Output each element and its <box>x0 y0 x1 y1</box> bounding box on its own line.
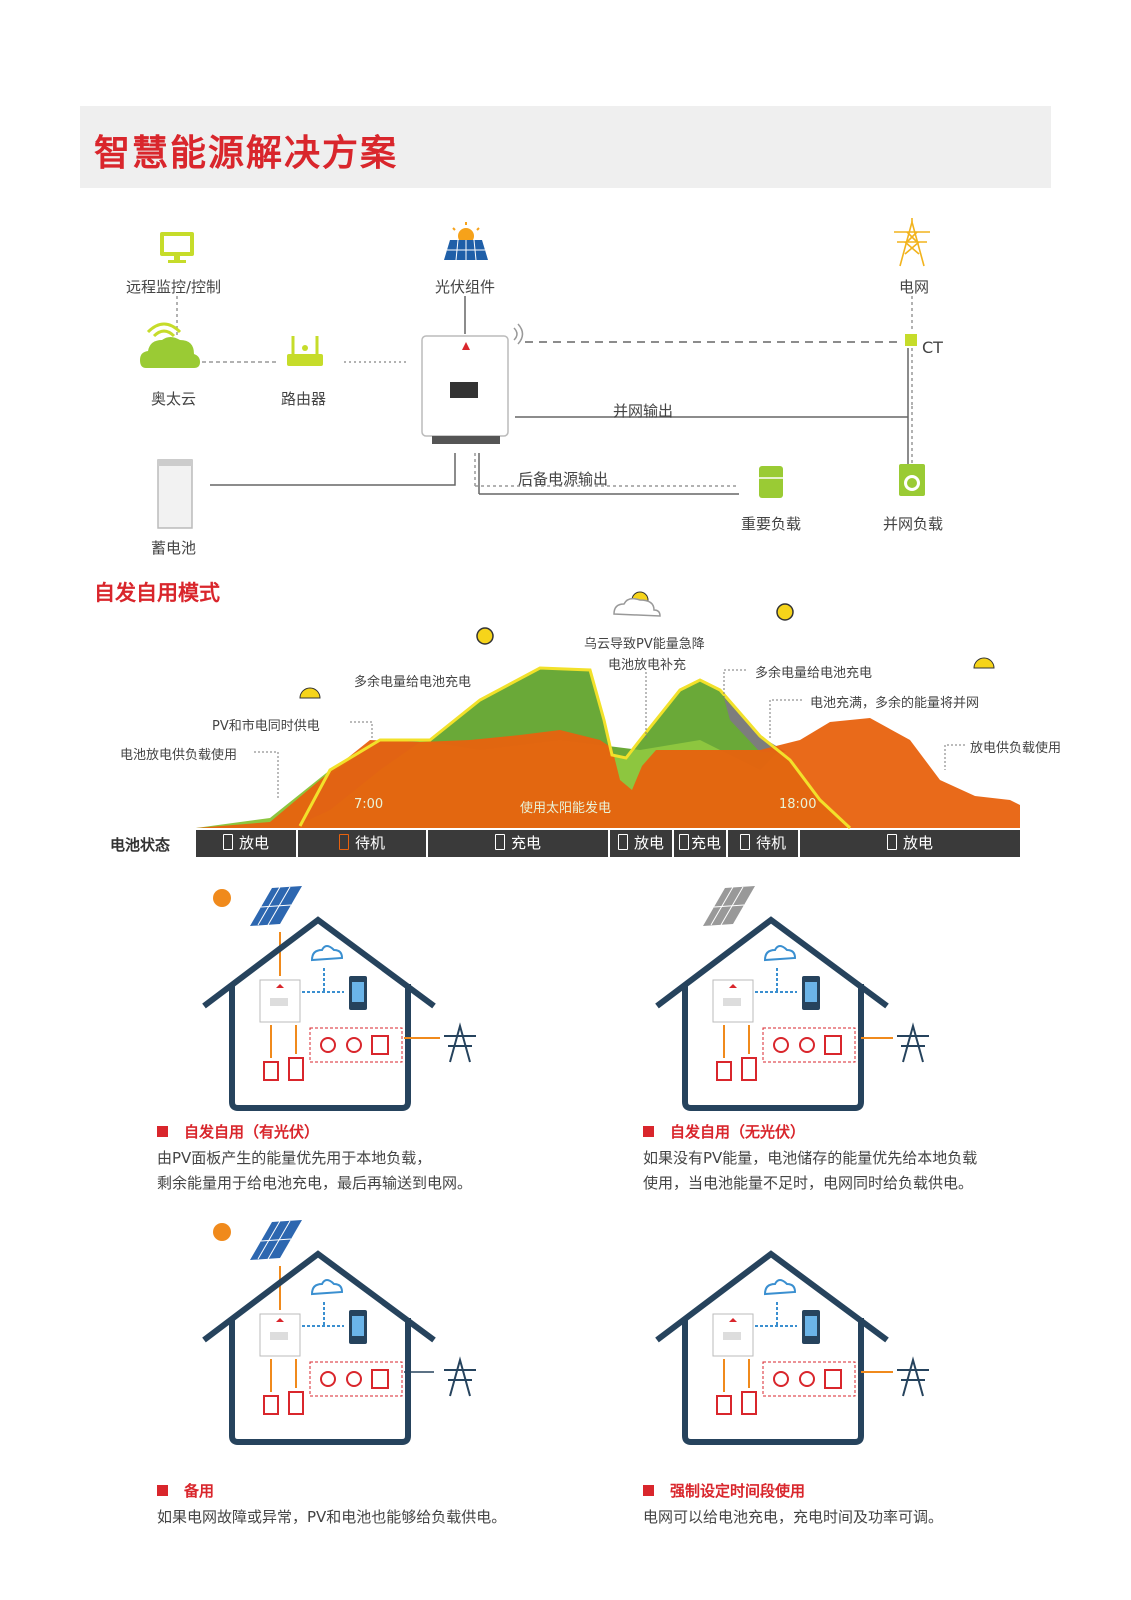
status-segment: 放电 <box>800 830 1020 857</box>
pv-module-label: 光伏组件 <box>435 278 496 296</box>
status-segment: 待机 <box>728 830 800 857</box>
battery-small-icon <box>886 834 897 850</box>
self-use-title: 自发自用模式 <box>94 581 220 605</box>
battery-icon <box>157 459 193 529</box>
mode-3-desc: 如果电网故障或异常，PV和电池也能够给负载供电。 <box>157 1508 507 1526</box>
mode-1-desc: 由PV面板产生的能量优先用于本地负载，剩余能量用于给电池充电，最后再输送到电网。 <box>157 1149 473 1192</box>
house-mode-1 <box>204 885 476 1108</box>
backup-output-label: 后备电源输出 <box>518 470 609 488</box>
solar-use-label: 使用太阳能发电 <box>520 801 612 816</box>
header-bar <box>80 106 1051 188</box>
grid-output-label: 并网输出 <box>613 402 674 420</box>
critical-load-label: 重要负载 <box>741 515 802 533</box>
status-segment: 待机 <box>298 830 428 857</box>
cloud-icon <box>140 322 200 368</box>
mode-2-desc: 如果没有PV能量，电池储存的能量优先给本地负载使用，当电池能量不足时，电网同时给… <box>643 1149 978 1192</box>
status-segment: 充电 <box>428 830 610 857</box>
battery-small-icon <box>617 834 628 850</box>
mode-1-title: 自发自用（有光伏） <box>157 1121 319 1142</box>
sun-icon <box>299 687 321 699</box>
status-segment: 放电 <box>196 830 298 857</box>
solar-panel-icon <box>444 222 488 261</box>
sun-icon <box>776 603 794 621</box>
mode-houses <box>0 885 1131 1540</box>
router-icon <box>287 336 323 366</box>
page-title: 智慧能源解决方案 <box>94 133 399 174</box>
time-7-label: 7:00 <box>354 797 384 812</box>
mode-2-title: 自发自用（无光伏） <box>643 1121 805 1142</box>
system-diagram <box>140 218 930 529</box>
ct-icon <box>905 334 917 346</box>
battery-label: 蓄电池 <box>151 539 197 557</box>
battery-small-icon <box>222 834 233 850</box>
ann-battery-full: 电池充满，多余的能量将并网 <box>810 696 980 711</box>
ann-surplus-charge-2: 多余电量给电池充电 <box>755 666 873 681</box>
ct-label: CT <box>922 338 943 357</box>
grid-label: 电网 <box>899 278 930 296</box>
sun-icon <box>476 627 494 645</box>
ann-pv-grid: PV和市电同时供电 <box>212 719 320 734</box>
ann-battery-discharge: 电池放电供负载使用 <box>120 748 238 763</box>
ann-cloud-drop-2: 电池放电补充 <box>608 658 687 673</box>
sun-icon <box>973 657 995 669</box>
mode-3-title: 备用 <box>157 1480 214 1501</box>
cloud-label: 奥太云 <box>151 390 197 408</box>
house-mode-4 <box>657 1254 929 1442</box>
cloud-sun-icon <box>613 591 661 617</box>
washer-icon <box>899 464 925 496</box>
grid-load-label: 并网负载 <box>883 515 944 533</box>
ann-cloud-drop-1: 乌云导致PV能量急降 <box>584 637 705 652</box>
fridge-icon <box>759 466 783 498</box>
status-segment: 放电 <box>610 830 674 857</box>
ann-discharge-load: 放电供负载使用 <box>970 741 1062 756</box>
house-mode-3 <box>204 1219 476 1442</box>
inverter-icon <box>421 323 524 444</box>
mode-4-desc: 电网可以给电池充电，充电时间及功率可调。 <box>643 1508 944 1526</box>
ann-surplus-charge-1: 多余电量给电池充电 <box>354 675 472 690</box>
mode-4-title: 强制设定时间段使用 <box>643 1480 805 1501</box>
pylon-icon <box>894 218 930 267</box>
monitor-icon <box>160 232 194 263</box>
battery-small-icon <box>494 834 505 850</box>
battery-status-label: 电池状态 <box>110 836 171 854</box>
battery-small-icon <box>739 834 750 850</box>
status-segment: 充电 <box>674 830 728 857</box>
remote-monitor-label: 远程监控/控制 <box>126 278 222 296</box>
battery-small-icon <box>678 834 689 850</box>
time-18-label: 18:00 <box>779 797 817 812</box>
battery-status-bar: 放电 待机 充电 放电 充电 待机 放电 <box>196 830 1020 857</box>
energy-curve <box>196 591 1020 830</box>
battery-small-icon <box>338 834 349 850</box>
router-label: 路由器 <box>281 390 327 408</box>
house-mode-2 <box>657 885 929 1108</box>
